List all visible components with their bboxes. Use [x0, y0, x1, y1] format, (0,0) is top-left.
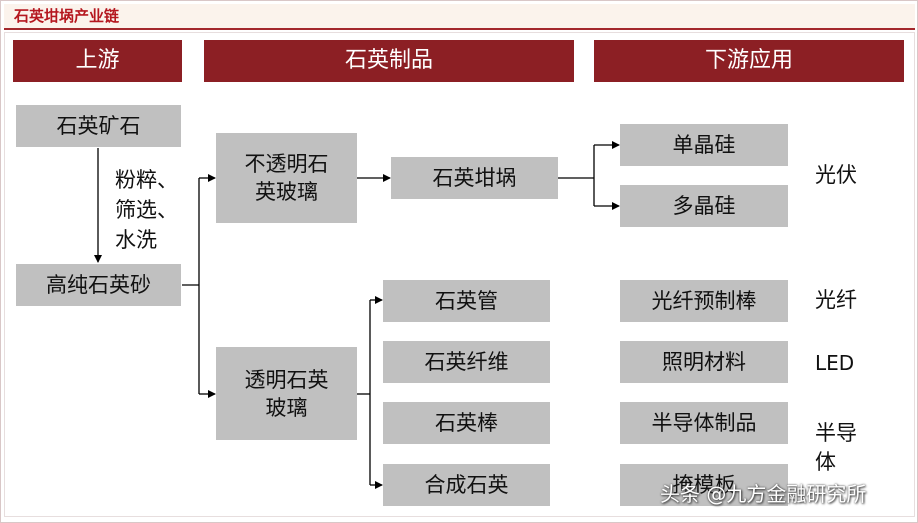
title-bar: 石英坩埚产业链: [4, 4, 915, 30]
box-transparent-quartz-glass: 透明石英 玻璃: [216, 347, 357, 440]
box-fiber-preform: 光纤预制棒: [620, 280, 788, 322]
process-step-3: 水洗: [115, 228, 157, 252]
field-led: LED: [815, 351, 855, 375]
box-quartz-rod: 石英棒: [383, 402, 550, 444]
page-title: 石英坩埚产业链: [14, 7, 120, 25]
box-quartz-tube: 石英管: [383, 280, 550, 322]
box-monocrystalline-silicon: 单晶硅: [620, 124, 788, 166]
opaque-glass-line-2: 英玻璃: [255, 180, 318, 204]
transparent-glass-line-1: 透明石英: [244, 367, 329, 392]
box-semiconductor-products: 半导体制品: [620, 402, 788, 444]
box-photomask: 掩模板: [620, 464, 788, 506]
box-synthetic-quartz: 合成石英: [383, 464, 550, 506]
header-downstream: 下游应用: [594, 40, 904, 82]
box-quartz-fiber: 石英纤维: [383, 341, 550, 383]
box-opaque-quartz-glass: 不透明石 英玻璃: [216, 133, 357, 223]
process-step-2: 筛选、: [115, 198, 178, 222]
box-quartz-ore: 石英矿石: [16, 105, 181, 147]
watermark: 头条 @九方金融研究所: [660, 482, 867, 506]
transparent-glass-line-2: 玻璃: [265, 395, 308, 420]
field-optical-fiber: 光纤: [815, 288, 857, 312]
box-polycrystalline-silicon: 多晶硅: [620, 185, 788, 227]
box-high-purity-sand: 高纯石英砂: [16, 264, 181, 306]
box-quartz-crucible: 石英坩埚: [391, 157, 558, 199]
process-step-1: 粉粹、: [115, 168, 178, 192]
field-photovoltaic: 光伏: [815, 163, 857, 187]
opaque-glass-line-1: 不透明石: [244, 152, 329, 176]
header-products: 石英制品: [204, 40, 574, 82]
field-semiconductor-line-1: 半导: [815, 421, 857, 445]
header-upstream: 上游: [13, 40, 182, 82]
box-lighting-materials: 照明材料: [620, 341, 788, 383]
field-semiconductor-line-2: 体: [815, 450, 836, 474]
